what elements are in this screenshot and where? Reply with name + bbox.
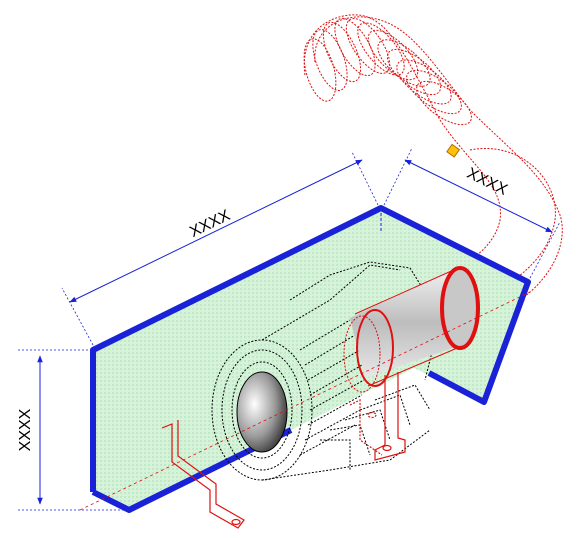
- centre-line: [79, 291, 531, 511]
- dimension-height: XXXX: [17, 349, 124, 511]
- hose-clamp-icon: [446, 143, 461, 158]
- motor-bracket-rear: [374, 372, 406, 461]
- dimension-length-label: XXXX: [187, 207, 233, 241]
- mounting-plate: [90, 205, 531, 513]
- motor-bore: [236, 371, 288, 453]
- mounting-bracket-left: [161, 420, 245, 529]
- motor-housing: [211, 261, 436, 481]
- dimension-depth-label: XXXX: [464, 165, 510, 199]
- dimension-height-label: XXXX: [17, 408, 34, 451]
- mounting-bracket-right: [349, 399, 383, 456]
- outlet-tube: [343, 266, 480, 393]
